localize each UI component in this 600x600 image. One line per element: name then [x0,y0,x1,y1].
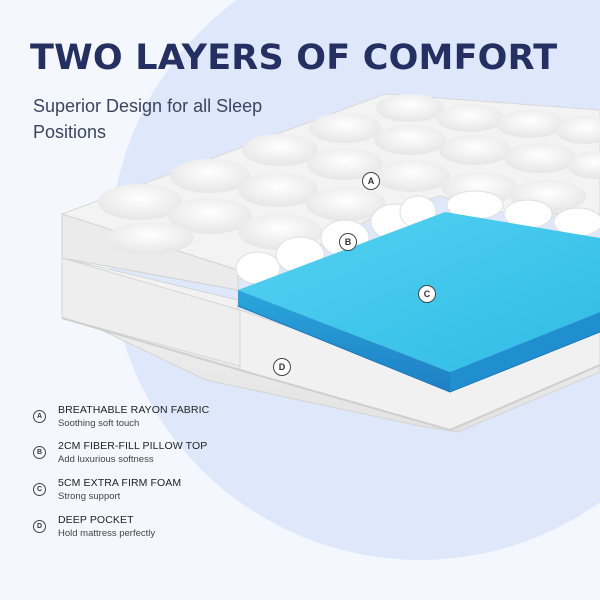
legend-badge-a: A [33,410,46,423]
legend-desc: Add luxurious softness [58,454,154,465]
page-subtitle: Superior Design for all Sleep Positions [33,96,263,142]
marker-b: B [339,233,357,251]
layer-legend: A BREATHABLE RAYON FABRIC Soothing soft … [33,404,293,551]
legend-title: 5CM EXTRA FIRM FOAM [58,477,182,489]
page-title: TWO LAYERS OF COMFORT [30,38,558,78]
legend-item-c: C 5CM EXTRA FIRM FOAM Strong support [33,477,293,514]
legend-badge-b: B [33,446,46,459]
legend-badge-d: D [33,520,46,533]
marker-c: C [418,285,436,303]
legend-title: DEEP POCKET [58,514,134,526]
foam-front [450,312,600,392]
legend-item-b: B 2CM FIBER-FILL PILLOW TOP Add luxuriou… [33,440,293,477]
legend-title: BREATHABLE RAYON FABRIC [58,404,210,416]
legend-title: 2CM FIBER-FILL PILLOW TOP [58,440,208,452]
legend-item-d: D DEEP POCKET Hold mattress perfectly [33,514,293,551]
legend-desc: Soothing soft touch [58,418,140,429]
marker-d: D [273,358,291,376]
marker-a: A [362,172,380,190]
legend-desc: Strong support [58,491,121,502]
foam-edge [237,305,600,393]
quilt-puffs [98,94,600,254]
skirt-bottom-edge [61,317,600,432]
legend-desc: Hold mattress perfectly [58,528,156,539]
legend-item-a: A BREATHABLE RAYON FABRIC Soothing soft … [33,404,293,441]
foam-side [238,290,450,392]
legend-badge-c: C [33,483,46,496]
